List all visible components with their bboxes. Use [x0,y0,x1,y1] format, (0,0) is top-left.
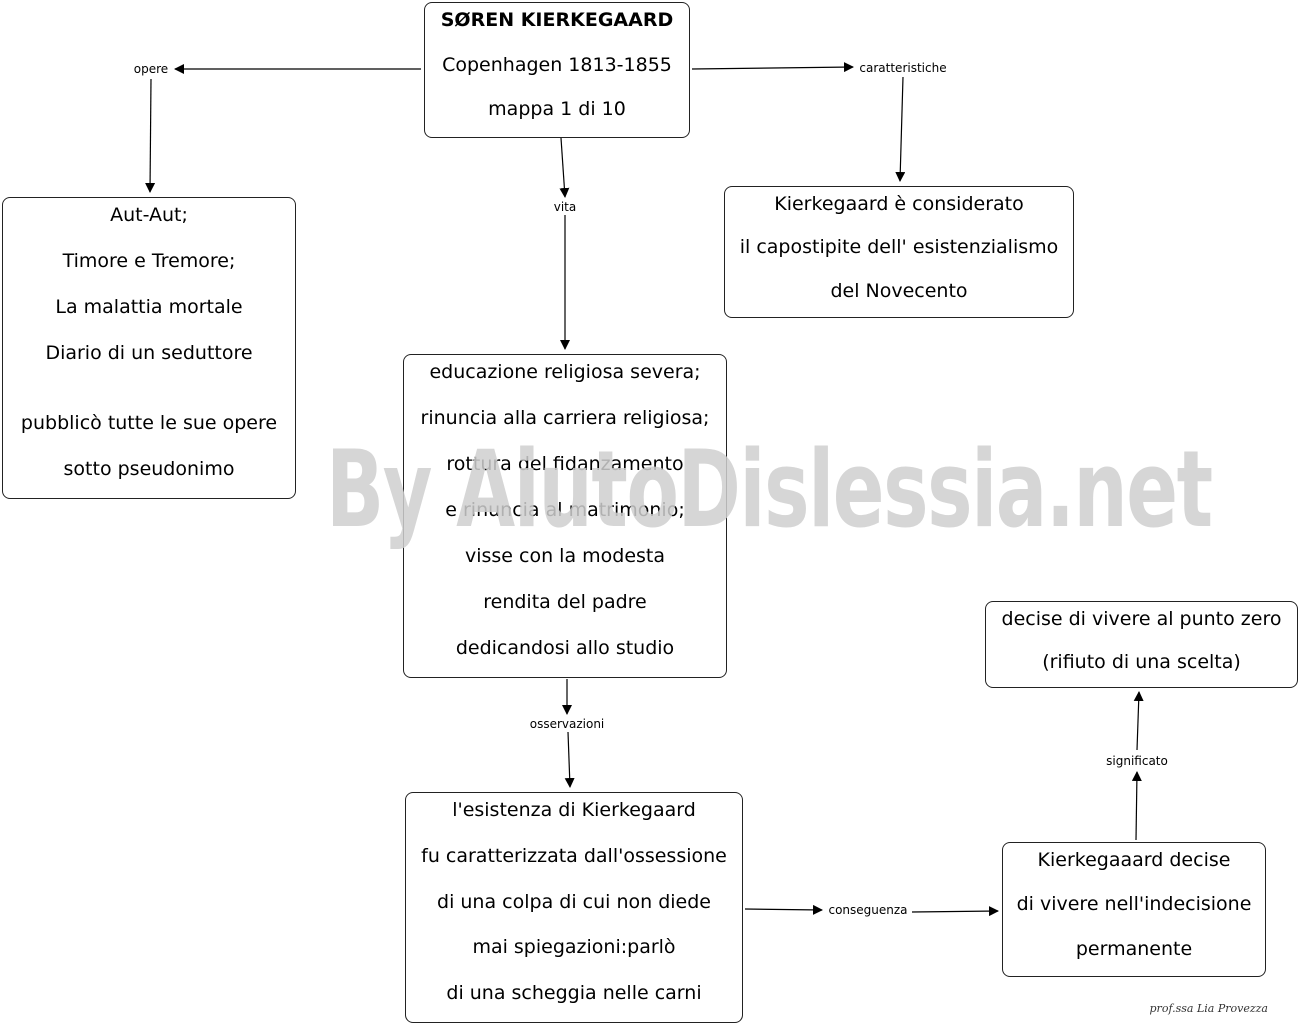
edge-osservazioni-existence [564,731,575,788]
edge-label-opere: opere [130,62,172,76]
edge-label-caratteristiche: caratteristiche [856,61,950,75]
life-line: rinuncia alla carriera religiosa; [420,407,710,429]
indecision-line: permanente [1075,937,1193,960]
node-zero-point: decise di vivere al punto zero (rifiuto … [985,601,1298,688]
edge-label-osservazioni: osservazioni [526,717,608,731]
characteristics-line: il capostipite dell' esistenzialismo [739,236,1059,259]
life-line: rottura del fidanzamento [446,453,684,475]
indecision-line: Kierkegaaard decise [1037,849,1231,871]
title-map-index: mappa 1 di 10 [488,98,626,121]
works-note: sotto pseudonimo [63,457,235,480]
characteristics-line: del Novecento [830,279,968,302]
life-line: rendita del padre [483,591,647,613]
works-line: La malattia mortale [55,296,243,319]
existence-line: di una colpa di cui non diede [437,890,711,913]
edge-title-vita [559,137,570,198]
indecision-line: di vivere nell'indecisione [1016,893,1252,916]
edge-indecision-significato [1131,771,1142,841]
edge-title-caratteristiche [691,62,854,73]
works-note: pubblicò tutte le sue opere [20,411,278,434]
edge-opere-works [145,78,156,193]
life-line: dedicandosi allo studio [455,637,675,659]
node-title: SØREN KIERKEGAARD Copenhagen 1813-1855 m… [424,2,690,138]
edge-conseguenza-indecision [911,906,999,917]
zero-point-line: (rifiuto di una scelta) [1042,650,1241,673]
works-line: Diario di un seduttore [45,342,253,365]
zero-point-line: decise di vivere al punto zero [1001,608,1282,630]
existence-line: mai spiegazioni:parlò [472,936,676,959]
characteristics-line: Kierkegaard è considerato [774,193,1024,215]
node-life: educazione religiosa severa; rinuncia al… [403,354,727,678]
node-existence: l'esistenza di Kierkegaard fu caratteriz… [405,792,743,1023]
node-indecision: Kierkegaaard decise di vivere nell'indec… [1002,842,1266,977]
life-line: visse con la modesta [464,545,666,567]
edge-significato-zero [1133,691,1144,751]
existence-line: di una scheggia nelle carni [446,982,702,1005]
edge-label-vita: vita [550,200,580,214]
author-signature: prof.ssa Lia Provezza [1149,1002,1268,1015]
life-line: educazione religiosa severa; [429,361,701,383]
edge-caratteristiche-char [895,76,906,182]
edge-existence-conseguenza [744,904,823,915]
edge-label-conseguenza: conseguenza [825,903,911,917]
works-line: Aut-Aut; [110,204,188,226]
title-name: SØREN KIERKEGAARD [440,9,674,31]
life-line: e rinuncia al matrimonio; [445,499,685,521]
edge-label-significato: significato [1103,754,1171,768]
existence-line: l'esistenza di Kierkegaard [452,799,696,821]
title-place-dates: Copenhagen 1813-1855 [442,53,672,76]
works-line: Timore e Tremore; [62,250,236,273]
node-characteristics: Kierkegaard è considerato il capostipite… [724,186,1074,318]
node-works: Aut-Aut; Timore e Tremore; La malattia m… [2,197,296,499]
existence-line: fu caratterizzata dall'ossessione [421,844,727,867]
